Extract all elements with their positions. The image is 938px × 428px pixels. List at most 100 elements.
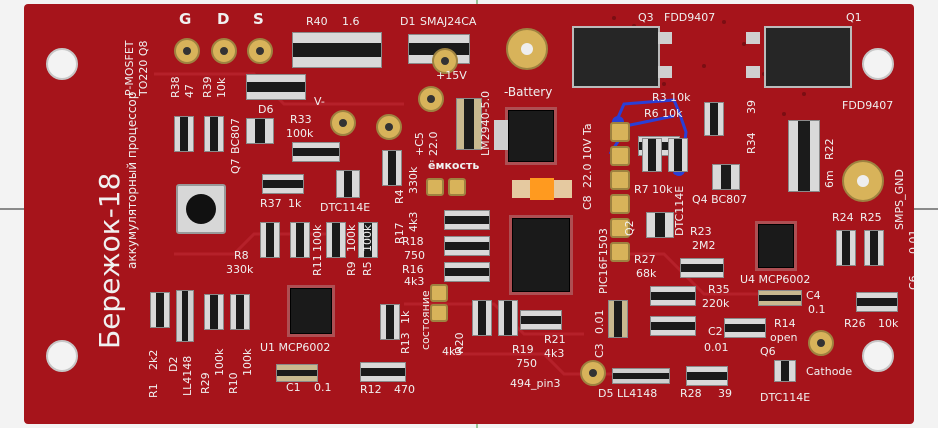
- header-pad[interactable]: [610, 146, 630, 166]
- header-pad[interactable]: [610, 122, 630, 142]
- transistor-q7[interactable]: [246, 118, 274, 144]
- pad-smps-gnd[interactable]: [842, 160, 884, 202]
- pad-test[interactable]: [376, 114, 402, 140]
- resistor-r38[interactable]: [174, 116, 194, 152]
- label-r22: R22: [823, 138, 836, 160]
- label-r29: R29: [199, 372, 212, 394]
- capacitor-c1[interactable]: [276, 364, 318, 382]
- transistor-q6[interactable]: [774, 360, 796, 382]
- pad-plus15v[interactable]: [418, 86, 444, 112]
- pad-test[interactable]: [432, 48, 458, 74]
- resistor-r12[interactable]: [360, 362, 406, 382]
- jumper-state-pad[interactable]: [430, 304, 448, 322]
- capacitor-c3[interactable]: [608, 300, 628, 338]
- mounting-hole: [862, 48, 894, 80]
- diode-d2[interactable]: [176, 290, 194, 342]
- resistor-r1[interactable]: [150, 292, 170, 328]
- resistor-r25[interactable]: [864, 230, 884, 266]
- capacitor-c8[interactable]: [512, 178, 572, 200]
- via: [612, 16, 616, 20]
- via: [782, 112, 786, 116]
- diode-d5[interactable]: [612, 368, 670, 384]
- label-c4: C4: [806, 289, 821, 302]
- resistor-r40[interactable]: [292, 32, 382, 68]
- pcb-board[interactable]: Бережок-18 аккумуляторный процессор G D …: [24, 4, 920, 424]
- resistor-r28[interactable]: [686, 366, 728, 386]
- capacitor-c5[interactable]: [456, 98, 482, 150]
- transistor-q2[interactable]: [646, 212, 674, 238]
- resistor-r26[interactable]: [856, 292, 898, 312]
- label-r4: R4: [393, 189, 406, 204]
- resistor-r21[interactable]: [520, 310, 562, 330]
- mcu-pic16f1503[interactable]: [512, 218, 570, 292]
- opamp-u1[interactable]: [290, 288, 332, 334]
- label-r5: R5: [361, 261, 374, 276]
- resistor-r35[interactable]: [650, 286, 696, 306]
- resistor-r24[interactable]: [836, 230, 856, 266]
- resistor-r19[interactable]: [498, 300, 518, 336]
- capacitor-c2[interactable]: [650, 316, 696, 336]
- header-pad[interactable]: [610, 170, 630, 190]
- pad-drain[interactable]: [211, 38, 237, 64]
- label-r17-value: 4k3: [407, 211, 420, 232]
- label-r18-value: 750: [404, 249, 425, 262]
- header-pad[interactable]: [610, 242, 630, 262]
- regulator-lm2940[interactable]: [508, 110, 554, 162]
- pad-source[interactable]: [247, 38, 273, 64]
- resistor-r14[interactable]: [724, 318, 766, 338]
- label-c4-value: 0.1: [808, 303, 826, 316]
- resistor-r17[interactable]: [444, 210, 490, 230]
- mosfet-q1-pin: [746, 32, 760, 44]
- label-d2-value: LL4148: [181, 355, 194, 396]
- pad-test[interactable]: [808, 330, 834, 356]
- pad-494-pin3[interactable]: [580, 360, 606, 386]
- resistor-r39[interactable]: [204, 116, 224, 152]
- opamp-u4[interactable]: [758, 224, 794, 268]
- label-r5-value: 100k: [361, 224, 374, 252]
- label-cathode: Cathode: [806, 365, 853, 378]
- resistor-r13[interactable]: [380, 304, 400, 340]
- resistor-r33[interactable]: [292, 142, 340, 162]
- resistor-r8[interactable]: [260, 222, 280, 258]
- label-r8-value: 330k: [226, 263, 254, 276]
- resistor-r34[interactable]: [704, 102, 724, 136]
- resistor-r11[interactable]: [290, 222, 310, 258]
- pad-gate[interactable]: [174, 38, 200, 64]
- label-battery: -Battery: [504, 85, 553, 99]
- resistor-r4[interactable]: [382, 150, 402, 186]
- header-pad[interactable]: [610, 194, 630, 214]
- label-r25: R25: [860, 211, 882, 224]
- label-494-pin3: 494_pin3: [510, 377, 561, 390]
- capacitor-c4[interactable]: [758, 290, 802, 306]
- resistor-r22-shunt[interactable]: [788, 120, 820, 192]
- mosfet-q1[interactable]: [764, 26, 852, 88]
- tact-switch-cap[interactable]: [186, 194, 216, 224]
- resistor-r37[interactable]: [262, 174, 304, 194]
- resistor-r16[interactable]: [444, 262, 490, 282]
- jumper-capacity-pad[interactable]: [426, 178, 444, 196]
- resistor-r18[interactable]: [444, 236, 490, 256]
- resistor-r20[interactable]: [472, 300, 492, 336]
- label-dtc114e-q: DTC114E: [320, 201, 371, 214]
- jumper-state-pad[interactable]: [430, 284, 448, 302]
- jumper-capacity-pad[interactable]: [448, 178, 466, 196]
- resistor-r10[interactable]: [230, 294, 250, 330]
- transistor-dtc114e[interactable]: [336, 170, 360, 198]
- label-c8-value: 22.0 10V Ta: [581, 123, 594, 188]
- resistor-r5[interactable]: [358, 222, 378, 258]
- label-c2-value: 0.01: [704, 341, 729, 354]
- pad-test[interactable]: [330, 110, 356, 136]
- diode-d6[interactable]: [246, 74, 306, 100]
- label-r38: R38: [169, 76, 182, 98]
- mounting-hole: [862, 340, 894, 372]
- transistor-q4[interactable]: [712, 164, 740, 190]
- resistor-r9[interactable]: [326, 222, 346, 258]
- resistor-r23[interactable]: [680, 258, 724, 278]
- via: [662, 82, 666, 86]
- resistor-r7[interactable]: [668, 138, 688, 172]
- header-pad[interactable]: [610, 218, 630, 238]
- pad-battery-minus[interactable]: [506, 28, 548, 70]
- mosfet-q3[interactable]: [572, 26, 660, 88]
- resistor-r3[interactable]: [642, 138, 662, 172]
- resistor-r29[interactable]: [204, 294, 224, 330]
